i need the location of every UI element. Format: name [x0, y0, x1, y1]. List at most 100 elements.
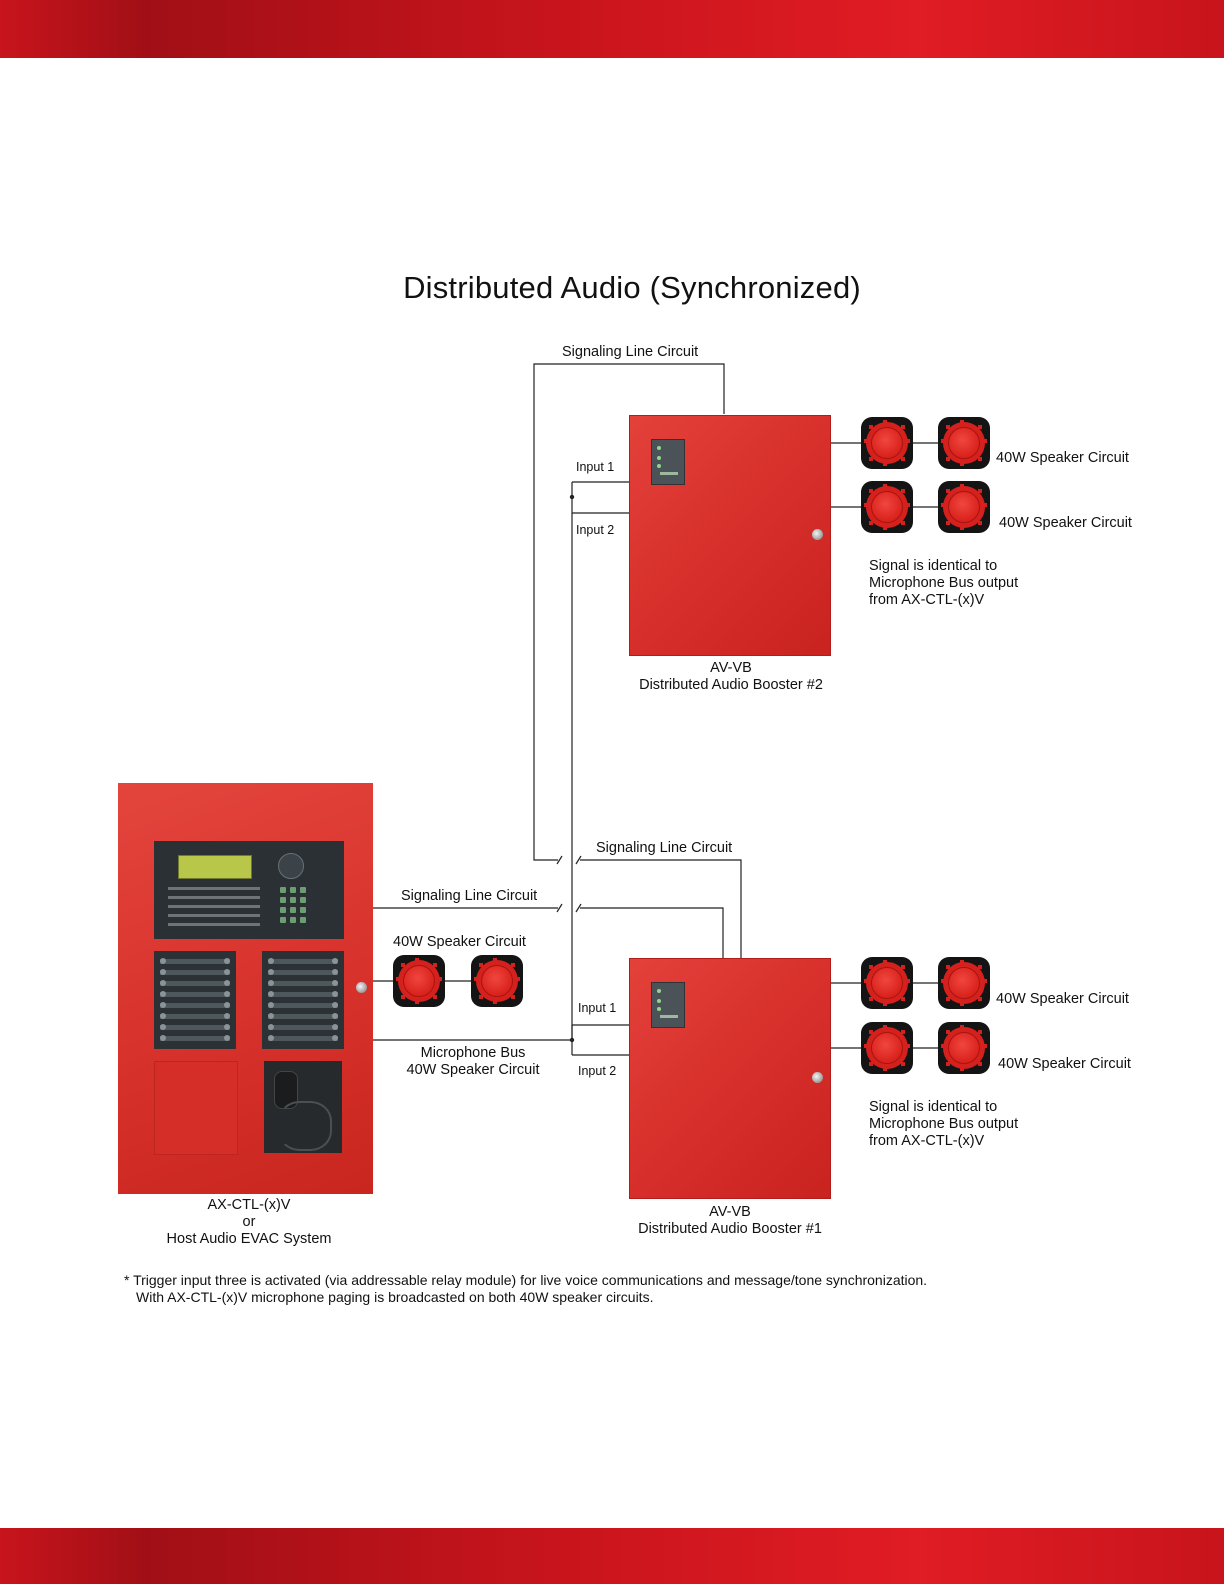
b2-speaker-circuit-1: 40W Speaker Circuit [996, 450, 1129, 466]
speaker-grille-tick [869, 457, 873, 461]
booster-2-cabinet [629, 415, 831, 656]
booster-1-status-panel [651, 982, 685, 1028]
speaker-icon [861, 957, 913, 1009]
slc-break-2 [575, 855, 582, 865]
speaker-grille-tick [960, 960, 964, 964]
speaker-grille-tick [401, 963, 405, 967]
speaker-grille-tick [901, 489, 905, 493]
speaker-icon [861, 1022, 913, 1074]
lock-icon [812, 529, 823, 540]
speaker-grille-tick [438, 977, 442, 981]
speaker-grille-tick [946, 965, 950, 969]
speaker-grille-tick [479, 995, 483, 999]
switch-module-right [262, 951, 344, 1049]
speaker-grille-tick [946, 425, 950, 429]
speaker-grille-tick [901, 425, 905, 429]
booster-1-cabinet [629, 958, 831, 1199]
blank-door-left [154, 1061, 238, 1155]
speaker-grille-tick [869, 521, 873, 525]
speaker-grille-tick [946, 457, 950, 461]
speaker-grille-tick [983, 439, 987, 443]
speaker-grille-tick [511, 995, 515, 999]
speaker-icon [861, 481, 913, 533]
speaker-icon [938, 481, 990, 533]
b1-note: Signal is identical to Microphone Bus ou… [869, 1099, 1019, 1149]
speaker-grille-tick [978, 997, 982, 1001]
speaker-grille-tick [906, 1044, 910, 1048]
mic-bus-line2: 40W Speaker Circuit [406, 1062, 540, 1078]
host-caption: AX-CTL-(x)V or Host Audio EVAC System [166, 1197, 332, 1247]
speaker-grille-tick [869, 1062, 873, 1066]
speaker-grille-tick [883, 420, 887, 424]
speaker-grille-tick [978, 965, 982, 969]
speaker-grille-tick [864, 1044, 868, 1048]
host-speaker-label: 40W Speaker Circuit [393, 934, 526, 950]
speaker-grille-tick [883, 1025, 887, 1029]
speaker-grille-tick [864, 439, 868, 443]
slc-label-left: Signaling Line Circuit [401, 888, 538, 904]
speaker-icon [471, 955, 523, 1007]
speaker-grille-tick [941, 503, 945, 507]
b1-speaker-circuit-1: 40W Speaker Circuit [996, 991, 1129, 1007]
speaker-grille-tick [901, 521, 905, 525]
b2-note: Signal is identical to Microphone Bus ou… [869, 558, 1019, 608]
nav-dial-icon [278, 853, 304, 879]
speaker-grille-tick [883, 526, 887, 530]
speaker-grille-tick [978, 521, 982, 525]
speaker-grille-tick [869, 1030, 873, 1034]
speaker-icon [938, 1022, 990, 1074]
speaker-grille-tick [415, 958, 419, 962]
slc-break-4 [556, 903, 563, 913]
slc-break-1 [556, 855, 563, 865]
b2-input2-label: Input 2 [576, 523, 615, 537]
speaker-grille-tick [960, 462, 964, 466]
speaker-grille-tick [869, 489, 873, 493]
speaker-grille-tick [479, 963, 483, 967]
speaker-grille-tick [906, 439, 910, 443]
speaker-grille-tick [946, 997, 950, 1001]
speaker-grille-tick [401, 995, 405, 999]
speaker-grille-tick [978, 1030, 982, 1034]
footnote-line2: With AX-CTL-(x)V microphone paging is br… [136, 1289, 654, 1305]
speaker-grille-tick [978, 457, 982, 461]
b2-input1-label: Input 1 [576, 460, 615, 474]
speaker-grille-tick [516, 977, 520, 981]
speaker-grille-tick [960, 420, 964, 424]
speaker-grille-tick [946, 1030, 950, 1034]
slc-break-3 [575, 903, 582, 913]
speaker-grille-tick [941, 979, 945, 983]
speaker-grille-tick [901, 965, 905, 969]
lock-icon [812, 1072, 823, 1083]
b1-input1-label: Input 1 [578, 1001, 617, 1015]
speaker-grille-tick [864, 979, 868, 983]
host-panel [118, 783, 373, 1194]
footnote: * Trigger input three is activated (via … [124, 1272, 927, 1306]
mic-bus-line1: Microphone Bus [420, 1045, 526, 1061]
speaker-grille-tick [433, 995, 437, 999]
speaker-grille-tick [983, 503, 987, 507]
speaker-grille-tick [901, 1030, 905, 1034]
b1-caption: AV-VB Distributed Audio Booster #1 [638, 1204, 822, 1237]
speaker-grille-tick [493, 958, 497, 962]
header-band [0, 0, 1224, 58]
speaker-grille-tick [960, 526, 964, 530]
speaker-icon [861, 417, 913, 469]
speaker-icon [938, 417, 990, 469]
speaker-grille-tick [960, 1025, 964, 1029]
speaker-grille-tick [978, 1062, 982, 1066]
b1-speaker-circuit-2: 40W Speaker Circuit [998, 1056, 1131, 1072]
b2-speaker-circuit-2: 40W Speaker Circuit [999, 515, 1132, 531]
speaker-grille-tick [511, 963, 515, 967]
speaker-grille-tick [906, 503, 910, 507]
speaker-grille-tick [869, 425, 873, 429]
switch-module-left [154, 951, 236, 1049]
page-title: Distributed Audio (Synchronized) [403, 270, 861, 305]
footer-band [0, 1528, 1224, 1584]
slc-wire-mid2 [580, 907, 724, 959]
speaker-grille-tick [983, 1044, 987, 1048]
speaker-grille-tick [960, 1067, 964, 1071]
slc-wire-top [533, 363, 725, 861]
speaker-grille-tick [433, 963, 437, 967]
speaker-grille-tick [960, 1002, 964, 1006]
mic-bus-label: Microphone Bus 40W Speaker Circuit [400, 1045, 546, 1079]
